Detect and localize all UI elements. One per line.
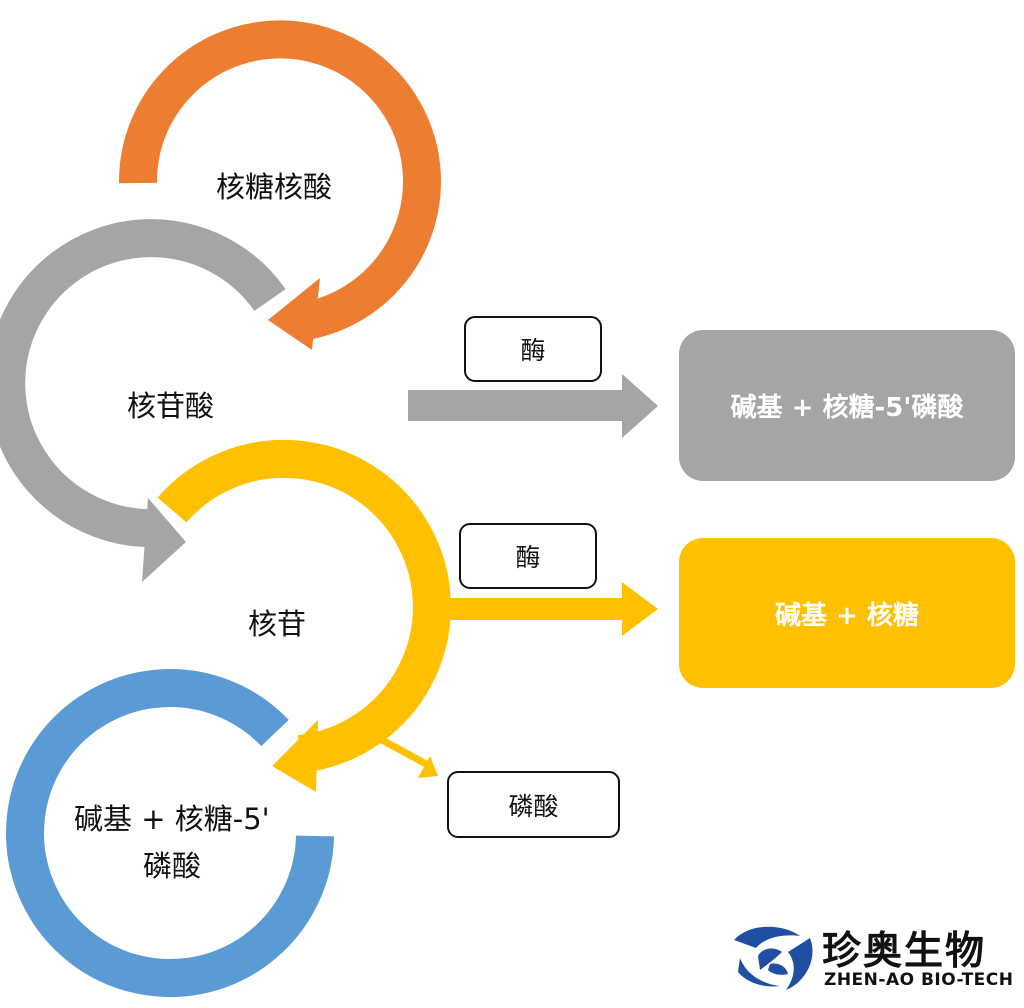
label-rna: 核糖核酸: [216, 170, 333, 204]
phosphate-box: 磷酸: [447, 771, 620, 838]
label-nucleotide: 核苷酸: [127, 389, 215, 423]
brand-name-cn: 珍奥生物: [822, 929, 987, 974]
product-box-1: 碱基 + 核糖-5'磷酸: [679, 330, 1015, 481]
brand-name-en: ZHEN-AO BIO-TECH: [824, 970, 1014, 990]
yellow-arrow-head: [622, 582, 658, 636]
product-box-2: 碱基 + 核糖: [679, 538, 1015, 688]
label-nucleoside: 核苷: [248, 607, 307, 641]
company-logo: 珍奥生物 ZHEN-AO BIO-TECH: [730, 918, 1015, 998]
yellow-arrow-shaft: [430, 598, 626, 620]
zhen-ao-logo-icon: [734, 926, 813, 990]
yellow-small-arrow-head: [418, 756, 438, 778]
gray-arrow-head: [622, 374, 658, 438]
yellow-small-arrow-shaft: [380, 736, 428, 768]
label-base-ribose-phosphate-line2: 磷酸: [143, 849, 202, 883]
yellow-arc: [157, 439, 451, 773]
gray-arrow-shaft: [408, 390, 626, 421]
orange-arc: [118, 20, 441, 341]
yellow-arrowhead: [272, 720, 318, 792]
enzyme-box-2: 酶: [459, 523, 597, 589]
gray-arrowhead: [142, 498, 186, 582]
orange-arrowhead: [268, 278, 320, 350]
blue-arc: [6, 669, 334, 997]
gray-arc: [0, 219, 286, 548]
label-base-ribose-phosphate-line1: 碱基 + 核糖-5': [74, 802, 270, 836]
enzyme-box-1: 酶: [464, 316, 602, 382]
